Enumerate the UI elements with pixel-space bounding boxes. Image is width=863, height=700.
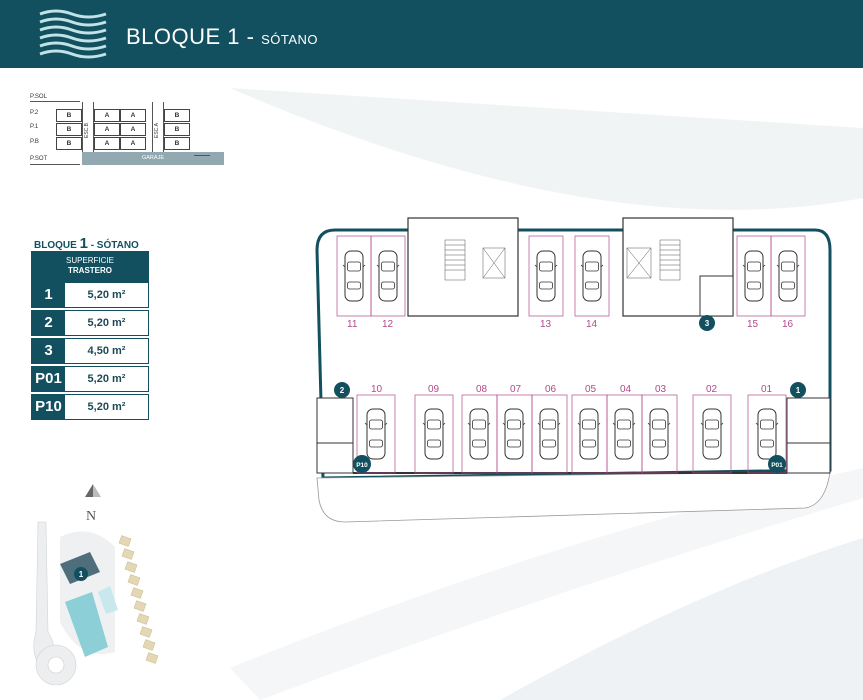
unit-cell: B <box>164 109 190 122</box>
unit-cell: A <box>120 123 146 136</box>
unit-cell: A <box>120 137 146 150</box>
divider <box>194 155 210 156</box>
page-title: BLOQUE 1 - SÓTANO <box>126 24 318 50</box>
brand-logo <box>39 9 107 59</box>
garage-band: GARAJE <box>82 152 224 165</box>
stair-label: ESC.B <box>84 122 90 138</box>
storage-badge: P01 <box>771 462 783 469</box>
header-line: SUPERFICIE <box>65 256 114 265</box>
surface-table-header: SUPERFICIE TRASTERO <box>31 251 149 282</box>
header-bar: BLOQUE 1 - SÓTANO <box>0 0 863 68</box>
page-title-sub: SÓTANO <box>261 32 319 47</box>
divider <box>93 102 94 152</box>
unit-cell: B <box>56 137 82 150</box>
spot-number: 11 <box>347 319 358 330</box>
level-label: P.B <box>30 139 39 145</box>
level-label: P.1 <box>30 124 39 130</box>
level-label: P.2 <box>30 110 39 116</box>
storage-id: P10 <box>32 395 65 419</box>
divider <box>152 102 153 152</box>
spot-number: 13 <box>540 319 552 330</box>
spot-number: 15 <box>747 319 759 330</box>
spot-number: 04 <box>620 384 632 395</box>
spot-number: 05 <box>585 384 597 395</box>
level-label: P.SOT <box>30 156 48 162</box>
spot-number: 09 <box>428 384 440 395</box>
table-row: P10 5,20 m² <box>31 394 149 420</box>
title-prefix: BLOQUE <box>34 240 77 251</box>
level-label: P.SOL <box>30 94 47 100</box>
site-map: N 1 <box>33 484 159 686</box>
storage-id: P01 <box>32 367 65 391</box>
storage-badge: P10 <box>356 462 368 469</box>
spot-number: 01 <box>761 384 773 395</box>
table-row: 1 5,20 m² <box>31 282 149 308</box>
spot-number: 16 <box>782 319 794 330</box>
background-decoration <box>230 88 863 700</box>
surface-table-title: BLOQUE 1 - SÓTANO <box>34 235 139 252</box>
table-row: 2 5,20 m² <box>31 310 149 336</box>
storage-area: 5,20 m² <box>87 317 126 329</box>
unit-cell: A <box>94 109 120 122</box>
storage-area: 5,20 m² <box>87 401 126 413</box>
storage-badge: 1 <box>796 386 801 395</box>
spot-number: 06 <box>545 384 557 395</box>
spot-number: 12 <box>382 319 394 330</box>
table-row: P01 5,20 m² <box>31 366 149 392</box>
unit-cell: A <box>94 123 120 136</box>
unit-cell: B <box>56 109 82 122</box>
spot-number: 07 <box>510 384 522 395</box>
storage-id: 2 <box>32 311 65 335</box>
storage-area: 5,20 m² <box>87 373 126 385</box>
divider <box>30 164 80 165</box>
storage-badge: 3 <box>705 319 710 328</box>
storage-id: 1 <box>32 283 65 307</box>
storage-id: 3 <box>32 339 65 363</box>
unit-cell: B <box>164 123 190 136</box>
north-label: N <box>86 509 96 524</box>
building-elevation: P.SOL P.2 P.1 P.B P.SOT B A A B B A A B … <box>30 92 224 172</box>
title-number: 1 <box>79 235 88 252</box>
storage-area: 4,50 m² <box>87 345 126 357</box>
storage-area: 5,20 m² <box>87 289 126 301</box>
spot-number: 03 <box>655 384 667 395</box>
spot-number: 08 <box>476 384 488 395</box>
divider <box>163 102 164 152</box>
unit-cell: B <box>56 123 82 136</box>
storage-badge: 2 <box>340 386 345 395</box>
divider <box>82 102 83 152</box>
block-badge: 1 <box>79 570 84 579</box>
table-row: 3 4,50 m² <box>31 338 149 364</box>
unit-cell: A <box>120 109 146 122</box>
north-arrow <box>85 484 101 497</box>
unit-cell: A <box>94 137 120 150</box>
page-title-main: BLOQUE 1 - <box>126 24 255 49</box>
spot-number: 10 <box>371 384 383 395</box>
unit-cell: B <box>164 137 190 150</box>
header-line: TRASTERO <box>68 266 112 275</box>
floor-plan: 11 12 13 14 15 16 10 09 08 07 06 05 04 0… <box>315 217 832 523</box>
spot-number: 02 <box>706 384 718 395</box>
title-suffix: - SÓTANO <box>90 240 139 251</box>
spot-number: 14 <box>586 319 598 330</box>
divider <box>30 101 80 102</box>
stair-label: ESC.A <box>154 122 160 138</box>
